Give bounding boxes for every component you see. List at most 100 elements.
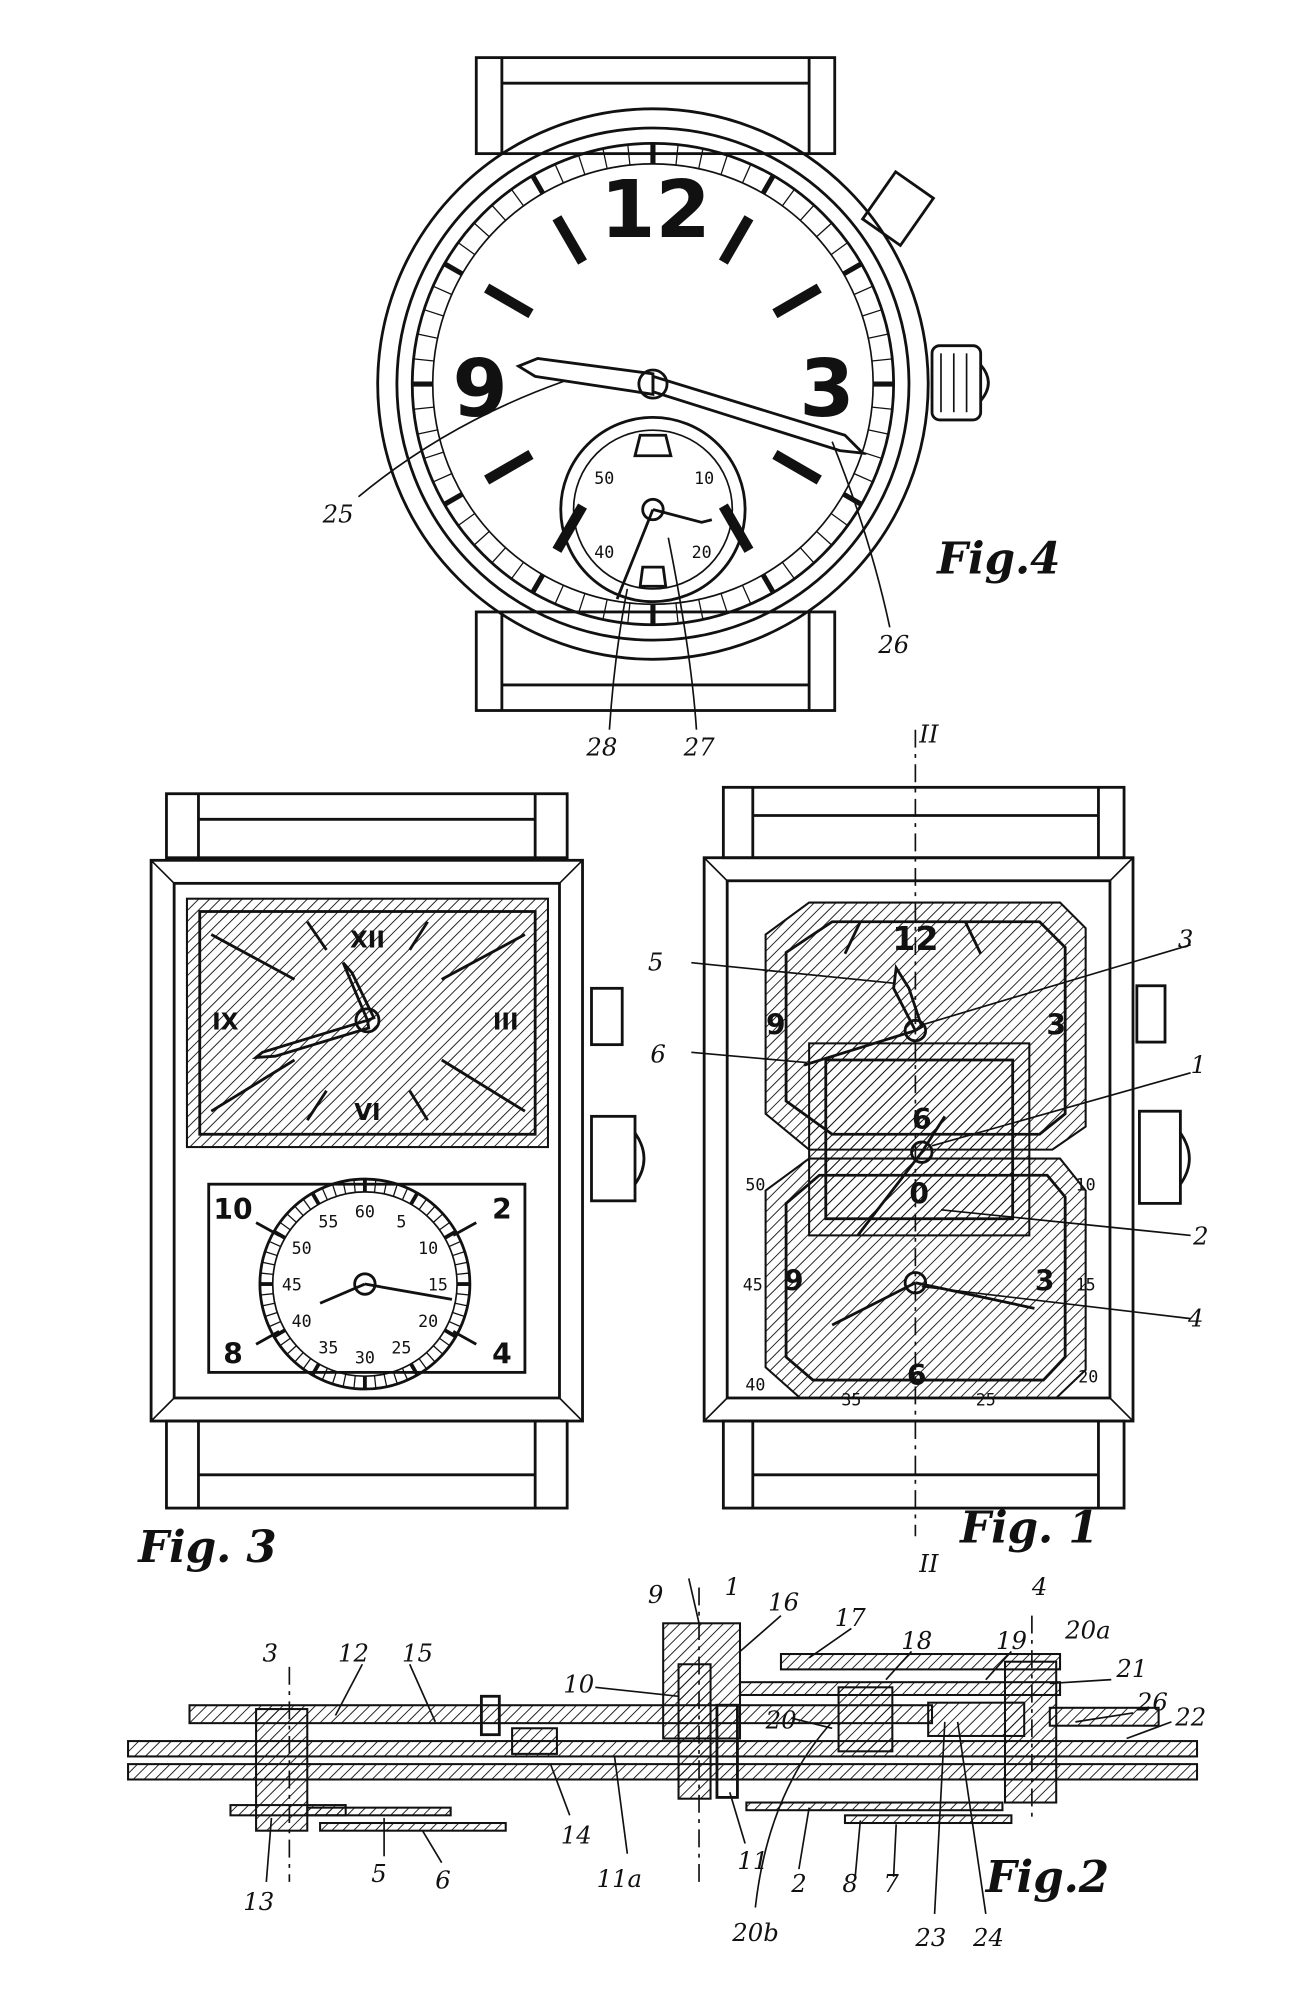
- minute-tick: [443, 261, 464, 277]
- minute-tick: [510, 188, 525, 207]
- minute-tick: [853, 473, 874, 483]
- minute-tick: [331, 1184, 338, 1197]
- hour-indices: [210, 920, 526, 1121]
- f2-ref-3: 3: [262, 1639, 277, 1668]
- figure-1-rectangular-watch: 12 9 3 6 0 6 3 9 50 10 45 15 40 20 35 25…: [648, 720, 1209, 1579]
- f1-ref-6: 6: [650, 1040, 665, 1069]
- f2-ref-15: 15: [402, 1639, 433, 1668]
- minute-tick: [373, 1375, 377, 1389]
- hour-10: 10: [213, 1193, 252, 1226]
- pusher: [860, 169, 936, 248]
- hour-marker: [718, 215, 754, 265]
- minute-tick: [862, 309, 883, 317]
- hour-marker: [772, 283, 822, 319]
- minute-tick: [830, 242, 849, 256]
- f1-numeral-3: 3: [1046, 1008, 1066, 1041]
- minute-tick: [273, 1328, 287, 1339]
- minute-tick: [868, 429, 889, 435]
- minute-tick: [342, 1374, 347, 1387]
- minute-tick: [473, 222, 490, 238]
- sub-10: 10: [694, 469, 714, 488]
- minute-tick: [310, 1362, 321, 1376]
- minute-tick: [310, 1192, 321, 1206]
- minute-tick: [456, 1293, 470, 1296]
- minute-tick: [816, 222, 833, 238]
- minute-tick: [675, 602, 679, 624]
- minute-tick: [262, 1261, 275, 1266]
- hour-8: 8: [223, 1337, 243, 1370]
- f1-numeral-6-top: 6: [912, 1103, 932, 1136]
- section-mark-bottom: II: [918, 1549, 939, 1578]
- minute-tick: [331, 1371, 338, 1385]
- f1-numeral-9-lower: 9: [784, 1264, 804, 1297]
- numeral-9: 9: [453, 342, 508, 435]
- f1-min-50: 50: [745, 1176, 765, 1195]
- minute-tick: [781, 561, 795, 580]
- minute-tick: [417, 333, 438, 339]
- figure-2-cross-section: 9 1 16 17 18 19 20a 4 21 26 22 3 12 15 1…: [127, 1572, 1206, 1952]
- minute-tick: [760, 174, 776, 195]
- minute-tick: [432, 1213, 444, 1223]
- f2-ref-11a: 11a: [597, 1864, 642, 1893]
- minute-tick: [698, 599, 704, 620]
- subdial-minute-label: 45: [282, 1275, 302, 1294]
- roman-ix: IX: [212, 1009, 239, 1035]
- minute-tick: [741, 163, 752, 184]
- figure-4-round-watch: 12 3 9 50 10 40 20 25 26 27 28 Fig.4: [322, 56, 1060, 761]
- minute-tick: [720, 154, 728, 175]
- minute-tick: [627, 602, 631, 624]
- f1-min-40: 40: [745, 1375, 765, 1394]
- f2-ref-12: 12: [338, 1639, 369, 1668]
- subdial-minute-label: 50: [292, 1239, 312, 1258]
- f1-min-35: 35: [841, 1391, 861, 1410]
- minute-tick: [473, 530, 490, 546]
- minute-tick: [530, 174, 546, 195]
- f1-ref-2: 2: [1192, 1221, 1208, 1250]
- f2-ref-9: 9: [648, 1580, 663, 1609]
- minute-tick: [373, 1179, 377, 1193]
- sub-20: 20: [692, 543, 712, 562]
- minute-tick: [426, 1352, 436, 1363]
- minute-tick: [853, 285, 874, 296]
- minute-tick: [799, 204, 815, 221]
- minute-tick: [260, 1293, 274, 1296]
- minute-tick: [454, 1302, 468, 1307]
- minute-tick: [321, 1187, 328, 1201]
- subdial-minute-label: 10: [418, 1239, 438, 1258]
- minute-tick: [401, 1367, 409, 1381]
- sub-50: 50: [594, 469, 614, 488]
- f2-ref-18: 18: [901, 1626, 932, 1655]
- roman-xii: XII: [350, 927, 385, 953]
- f1-numeral-3-lower: 3: [1035, 1264, 1055, 1297]
- hour-marker: [552, 503, 587, 553]
- minute-tick: [268, 1320, 281, 1328]
- minute-tick: [456, 1272, 470, 1276]
- f1-min-45: 45: [743, 1275, 763, 1294]
- minute-tick: [392, 1371, 398, 1385]
- minute-tick: [868, 333, 889, 339]
- minute-tick: [443, 491, 464, 507]
- f2-ref-5: 5: [371, 1859, 386, 1888]
- roman-vi: VI: [354, 1100, 380, 1126]
- minute-tick: [353, 1375, 356, 1389]
- f1-min-15: 15: [1076, 1275, 1096, 1294]
- minute-tick: [279, 1221, 291, 1231]
- f2-ref-20a: 20a: [1064, 1616, 1110, 1645]
- ref-26: 26: [877, 630, 909, 659]
- f1-ref-1: 1: [1191, 1050, 1206, 1079]
- minute-tick: [602, 148, 608, 169]
- f1-numeral-9: 9: [766, 1008, 786, 1041]
- minute-tick: [417, 429, 438, 435]
- hour-marker: [718, 503, 754, 553]
- f2-ref-17: 17: [835, 1603, 866, 1632]
- f2-ref-22: 22: [1174, 1703, 1206, 1732]
- minute-tick: [491, 204, 507, 221]
- minute-tick: [286, 1345, 297, 1355]
- minute-tick: [741, 584, 752, 605]
- f2-ref-24: 24: [972, 1923, 1004, 1952]
- subdial-minute-label: 35: [318, 1339, 338, 1358]
- minute-tick: [842, 491, 863, 507]
- minute-track: [412, 143, 894, 625]
- f2-ref-2: 2: [790, 1869, 806, 1898]
- minute-tick: [321, 1367, 328, 1381]
